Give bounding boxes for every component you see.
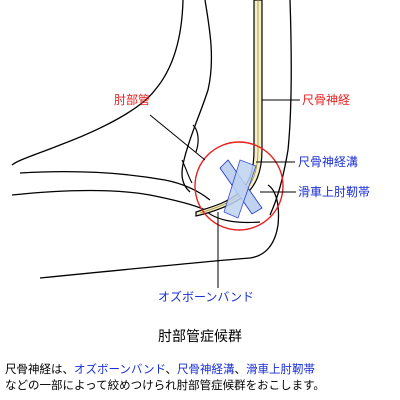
label-ulnar-groove: 尺骨神経溝 (298, 155, 359, 169)
label-osborne-band: オズボーンバンド (158, 290, 255, 304)
caption-separator: 、 (165, 362, 178, 376)
ulnar-nerve (195, 0, 263, 217)
compression-zone-circle (194, 141, 284, 231)
caption-line2: などの一部によって絞めつけられ肘部管症候群をおこします。 (5, 378, 325, 392)
caption-term-ulnar-groove: 尺骨神経溝 (177, 362, 235, 376)
caption-prefix: 尺骨神経は、 (5, 362, 74, 376)
epicondyle-outline (181, 0, 213, 193)
upper-arm-outline (11, 0, 184, 166)
label-ulnar-nerve: 尺骨神経 (302, 93, 351, 107)
diagram-title: 肘部管症候群 (158, 329, 242, 345)
caption: 尺骨神経は、オズボーンバンド、尺骨神経溝、滑車上肘靭帯 などの一部によって絞めつ… (5, 361, 397, 393)
forearm-mid-outline (19, 171, 211, 201)
upper-arm-right-outline (269, 0, 292, 216)
fold-line-b (181, 159, 193, 184)
caption-separator: 、 (234, 362, 247, 376)
forearm-top-outline (11, 189, 206, 211)
osborne-band (223, 159, 257, 219)
caption-term-osborne-band: オズボーンバンド (74, 362, 166, 376)
label-trochlear-ligament: 滑車上肘靭帯 (298, 185, 371, 199)
fold-line-a (192, 124, 199, 153)
label-cubital-tunnel: 肘部管 (114, 93, 151, 107)
caption-term-trochlear-ligament: 滑車上肘靭帯 (246, 362, 316, 376)
leader-cubital-tunnel (149, 114, 206, 161)
